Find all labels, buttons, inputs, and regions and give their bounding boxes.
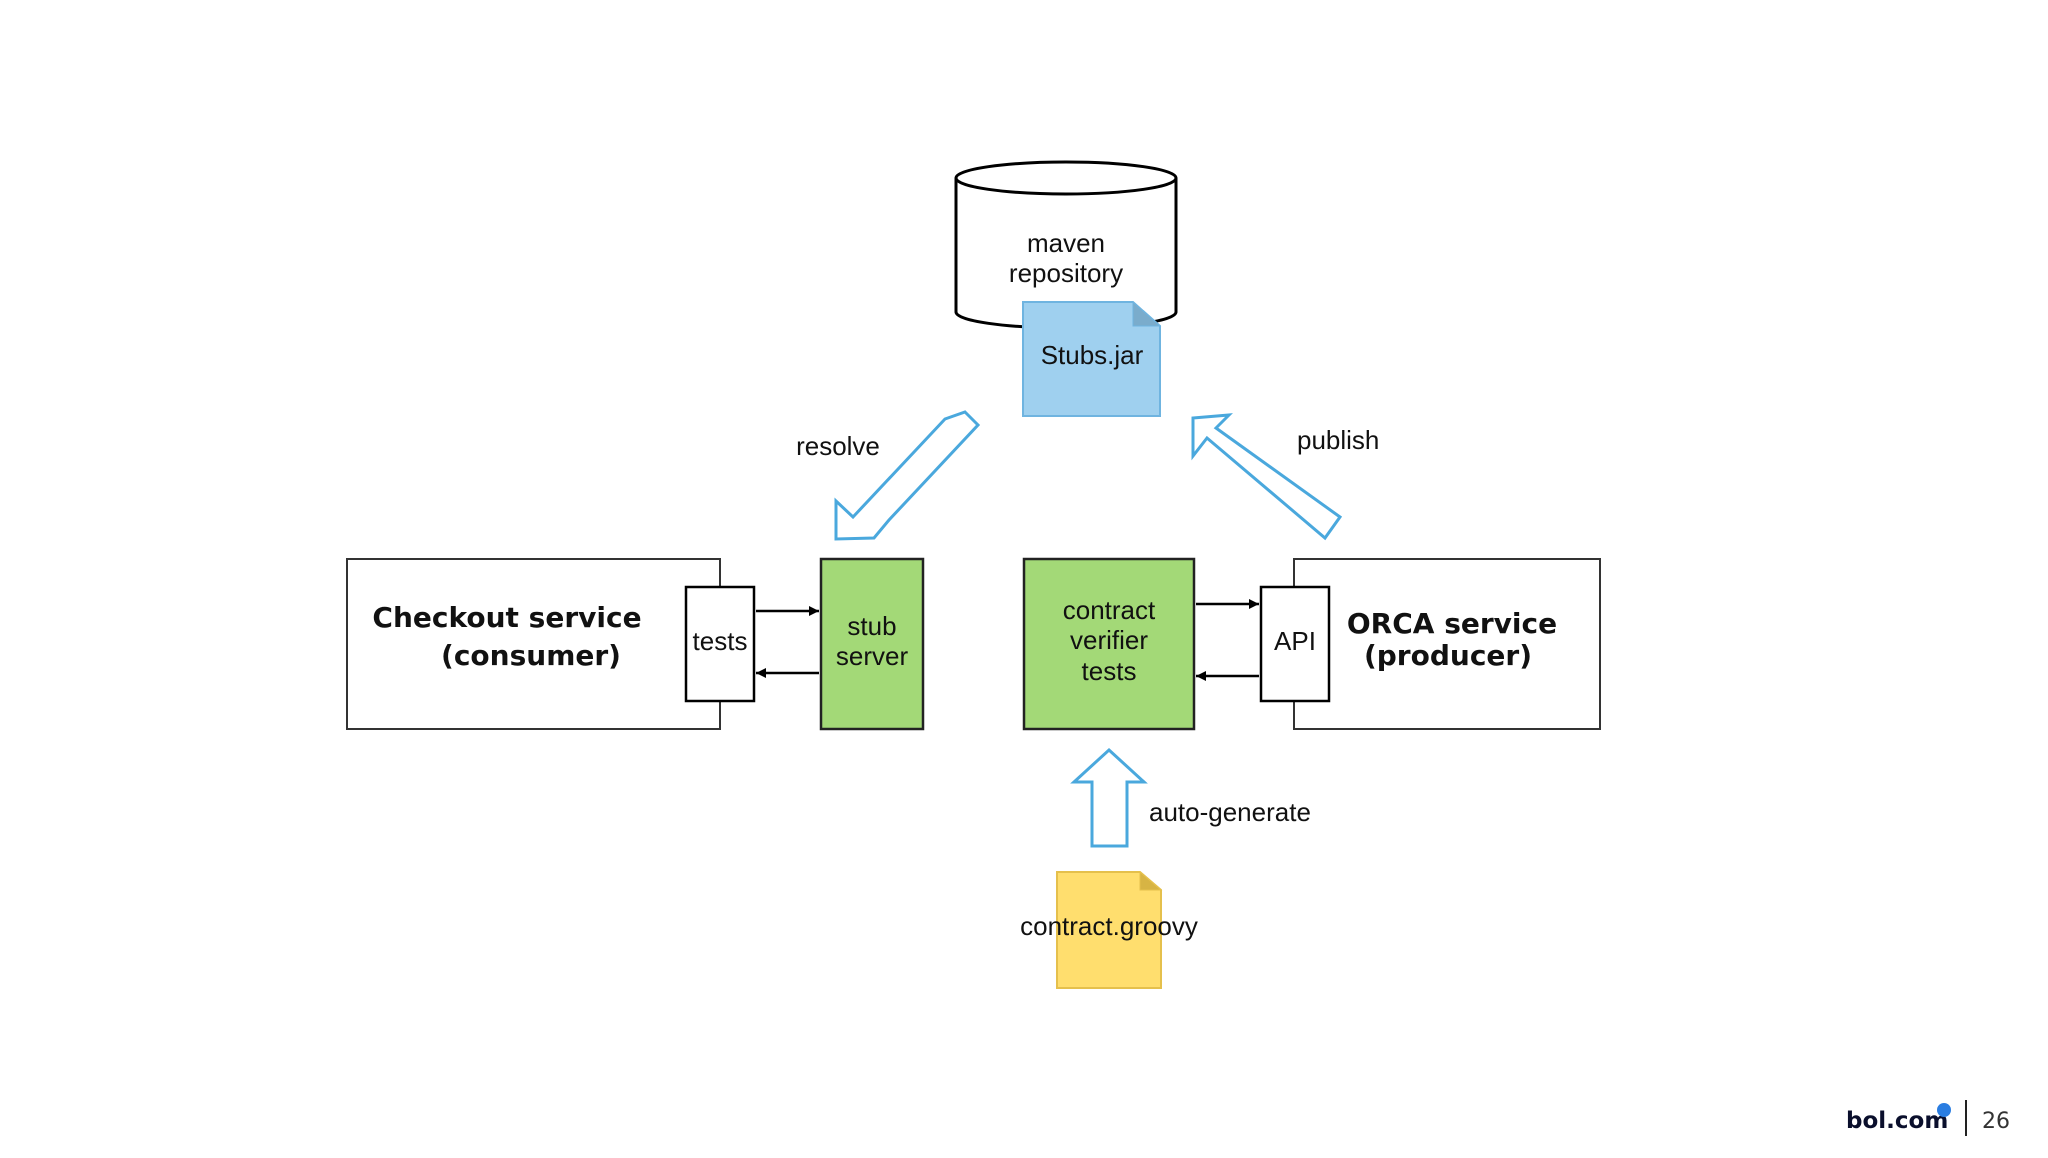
orca-service-box: ORCA service (producer) bbox=[1293, 558, 1601, 730]
contract-groovy-label: contract.groovy bbox=[1020, 911, 1198, 941]
tests-box: tests bbox=[684, 585, 756, 703]
bolcom-logo-dot-icon bbox=[1937, 1103, 1951, 1117]
auto-generate-label: auto-generate bbox=[1149, 797, 1311, 827]
verifier-label-line3: tests bbox=[1082, 656, 1137, 686]
footer: bol.com 26 bbox=[1846, 1100, 2010, 1136]
stub-server-box: stub server bbox=[819, 557, 925, 731]
api-label: API bbox=[1274, 626, 1316, 656]
stub-server-label-line1: stub bbox=[847, 611, 896, 641]
auto-generate-arrow bbox=[1070, 747, 1148, 848]
stub-server-label-line2: server bbox=[836, 641, 909, 671]
bolcom-logo: bol.com bbox=[1846, 1108, 1948, 1134]
contract-groovy-file-icon: contract.groovy bbox=[1020, 870, 1198, 989]
producer-role-label: (producer) bbox=[1364, 639, 1532, 672]
verifier-label-line2: verifier bbox=[1070, 625, 1148, 655]
orca-service-title: ORCA service bbox=[1347, 607, 1557, 640]
resolve-label: resolve bbox=[796, 431, 880, 461]
resolve-arrow bbox=[834, 410, 981, 541]
maven-repository-cylinder: maven repository bbox=[954, 160, 1178, 330]
stubs-jar-label: Stubs.jar bbox=[1041, 340, 1144, 370]
contract-verifier-tests-box: contract verifier tests bbox=[1022, 557, 1196, 731]
verifier-label-line1: contract bbox=[1063, 595, 1156, 625]
checkout-service-box: Checkout service (consumer) bbox=[346, 558, 721, 730]
repository-label-line2: repository bbox=[1009, 258, 1123, 288]
repository-label-line1: maven bbox=[1027, 228, 1105, 258]
api-box: API bbox=[1259, 585, 1331, 703]
tests-label: tests bbox=[693, 626, 748, 656]
consumer-role-label: (consumer) bbox=[441, 639, 621, 672]
stubs-jar-file-icon: Stubs.jar bbox=[1022, 300, 1162, 417]
publish-label: publish bbox=[1297, 425, 1379, 455]
page-number: 26 bbox=[1982, 1109, 2010, 1134]
publish-arrow bbox=[1191, 413, 1343, 541]
checkout-service-title: Checkout service bbox=[372, 601, 641, 634]
